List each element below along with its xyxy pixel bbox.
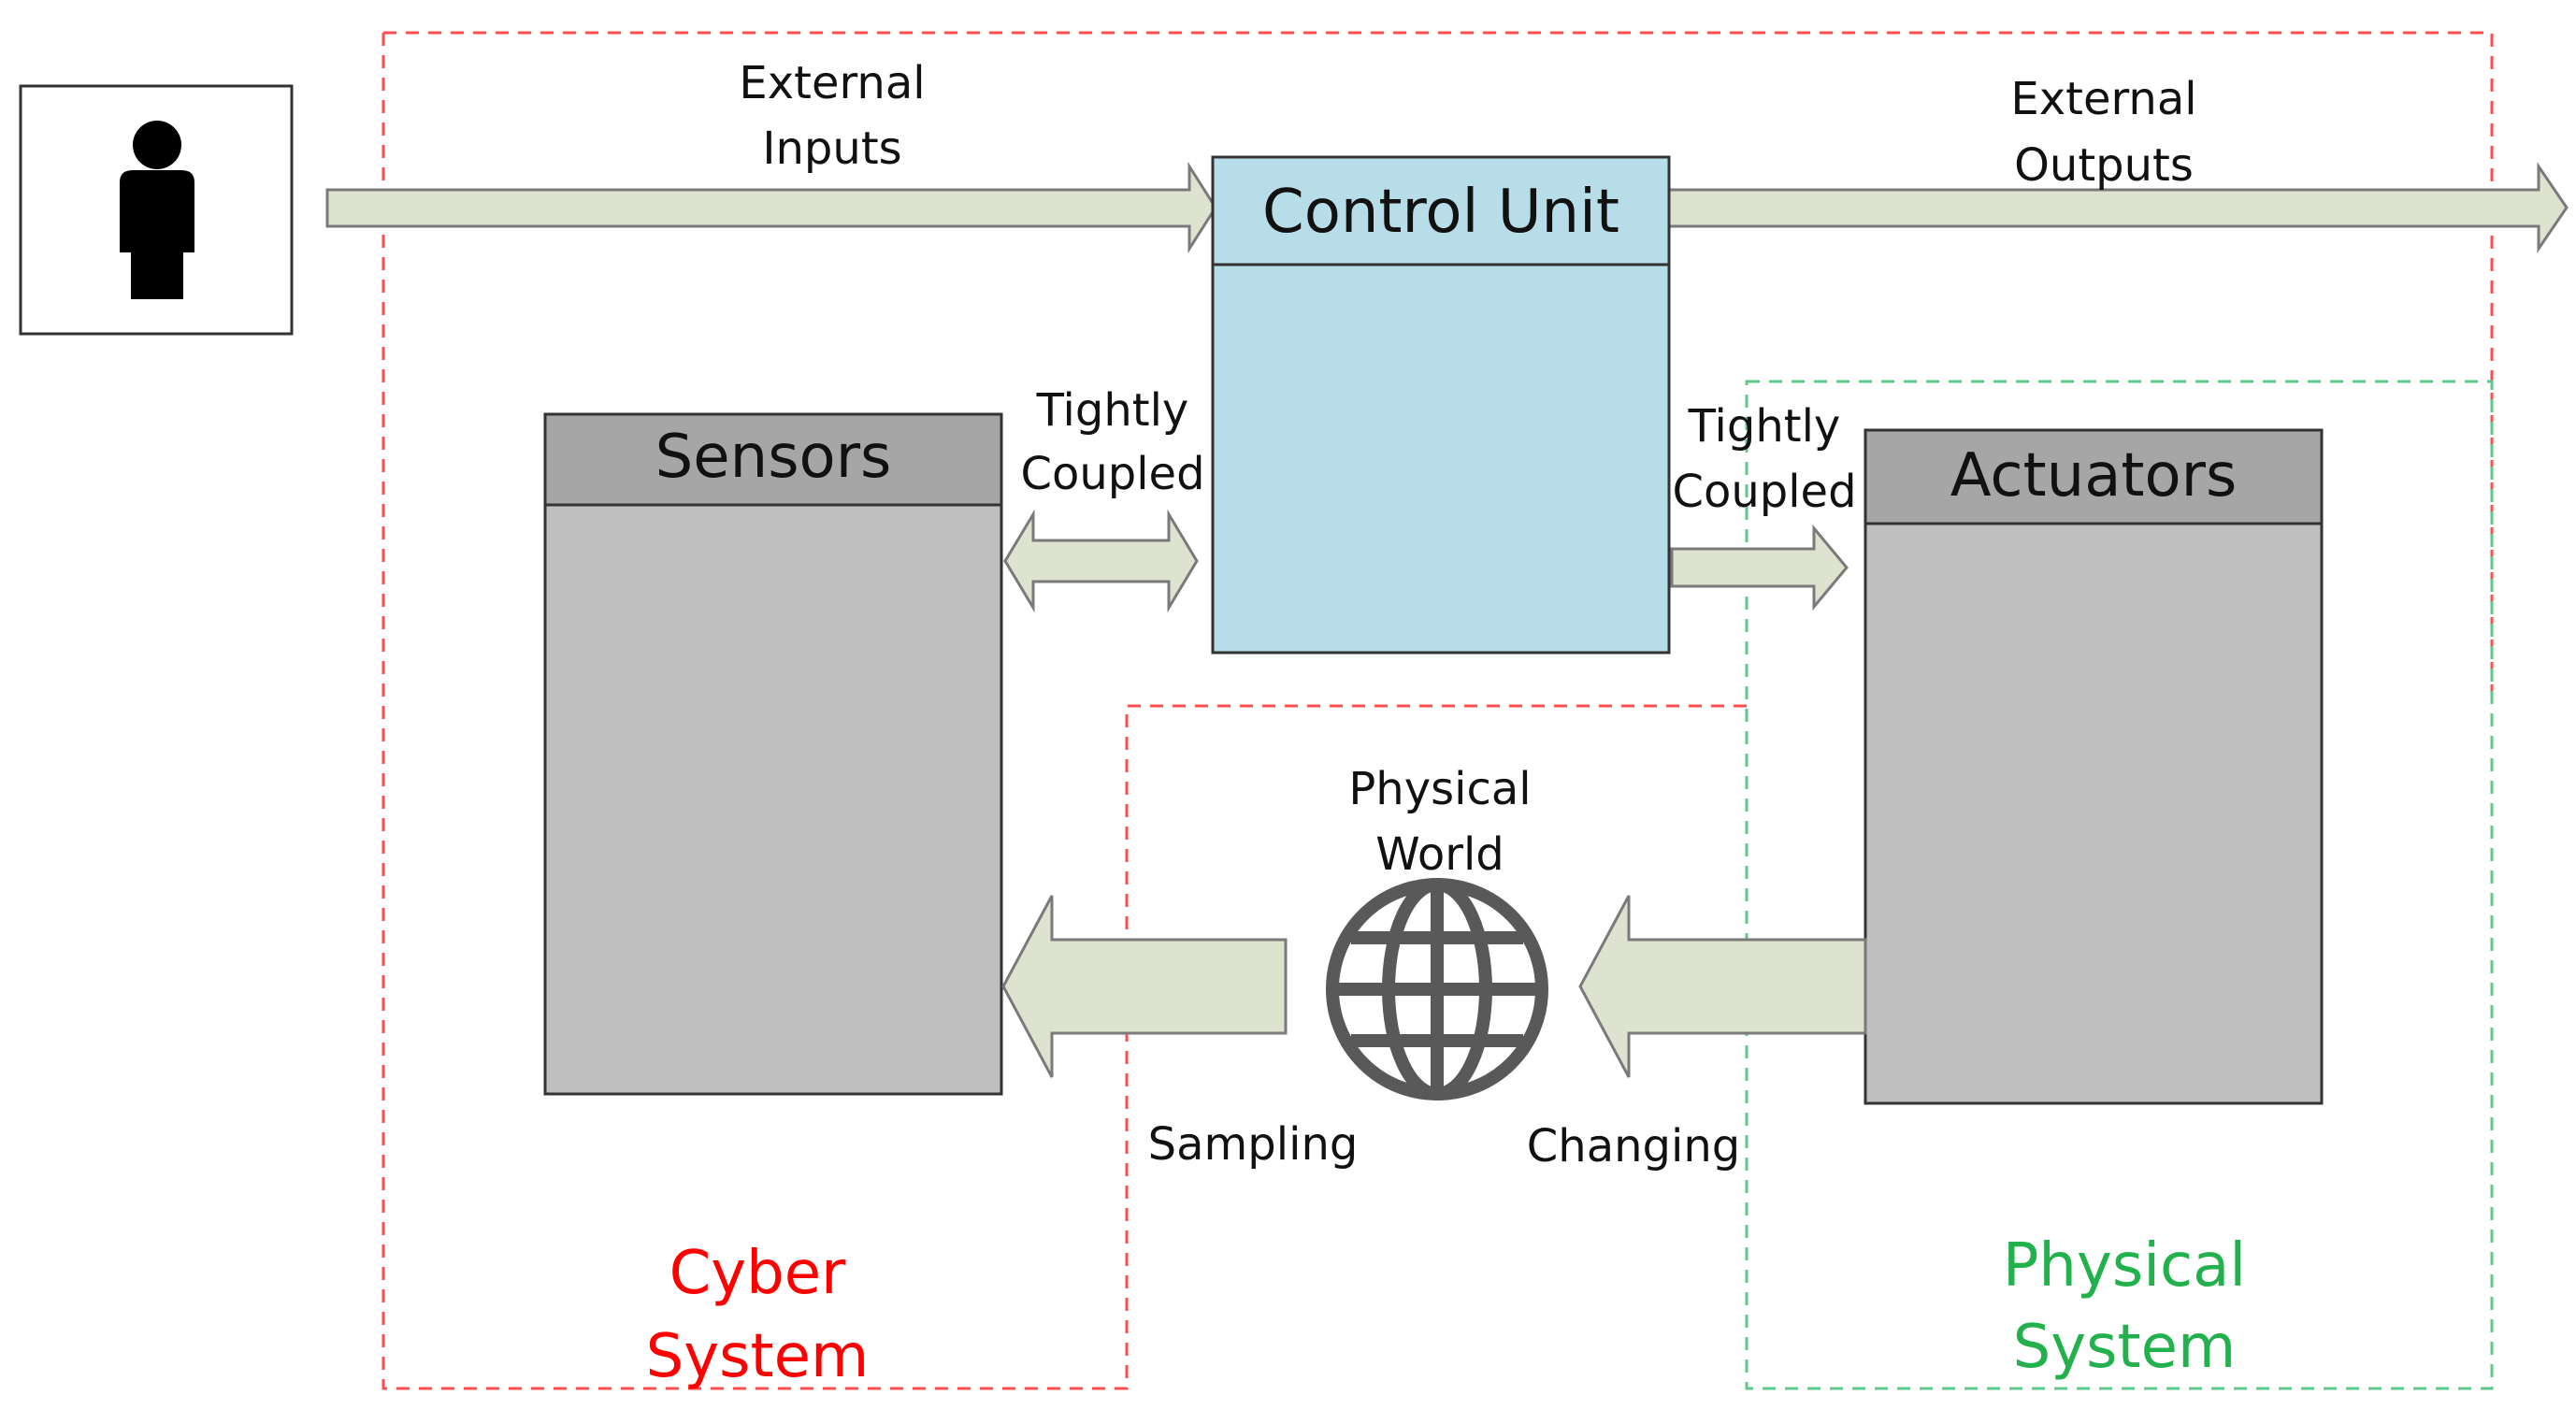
tightly-coupled-right-line1: Tightly <box>1688 400 1841 453</box>
actuators-block <box>1864 428 2324 1105</box>
control-unit-title: Control Unit <box>1262 178 1619 247</box>
sensors-title: Sensors <box>655 423 892 492</box>
actuators-title: Actuators <box>1950 441 2238 511</box>
tightly-coupled-left-line2: Coupled <box>1020 448 1204 500</box>
tightly-coupled-right-line2: Coupled <box>1672 466 1856 518</box>
changing-arrow <box>1578 895 1867 1078</box>
physical-system-label-line1: Physical <box>2003 1231 2246 1301</box>
external-inputs-label-line1: External <box>739 57 925 109</box>
physical-system-label-line2: System <box>2013 1313 2237 1382</box>
physical-world-label-line2: World <box>1375 828 1504 881</box>
physical-world-label-line1: Physical <box>1348 763 1531 815</box>
sampling-arrow <box>1001 895 1288 1078</box>
external-inputs-label-line2: Inputs <box>762 122 901 175</box>
sensors-control-double-arrow <box>1003 509 1199 613</box>
sampling-label: Sampling <box>1148 1118 1359 1171</box>
cyber-system-boundary <box>381 31 2494 1390</box>
external-outputs-label-line2: Outputs <box>2014 139 2194 192</box>
cyber-system-label-line2: System <box>646 1322 870 1391</box>
external-outputs-label-line1: External <box>2010 73 2196 125</box>
changing-label: Changing <box>1527 1120 1740 1172</box>
external-outputs-arrow <box>1667 162 2569 253</box>
cyber-system-label-line1: Cyber <box>669 1239 847 1308</box>
user-box <box>19 84 294 336</box>
tightly-coupled-left-line1: Tightly <box>1036 384 1189 437</box>
control-unit-block <box>1211 155 1671 654</box>
globe-icon <box>1326 878 1548 1100</box>
sensors-block <box>543 412 1003 1096</box>
control-actuators-arrow <box>1670 524 1849 611</box>
external-inputs-arrow <box>325 161 1217 254</box>
person-icon <box>120 121 194 299</box>
